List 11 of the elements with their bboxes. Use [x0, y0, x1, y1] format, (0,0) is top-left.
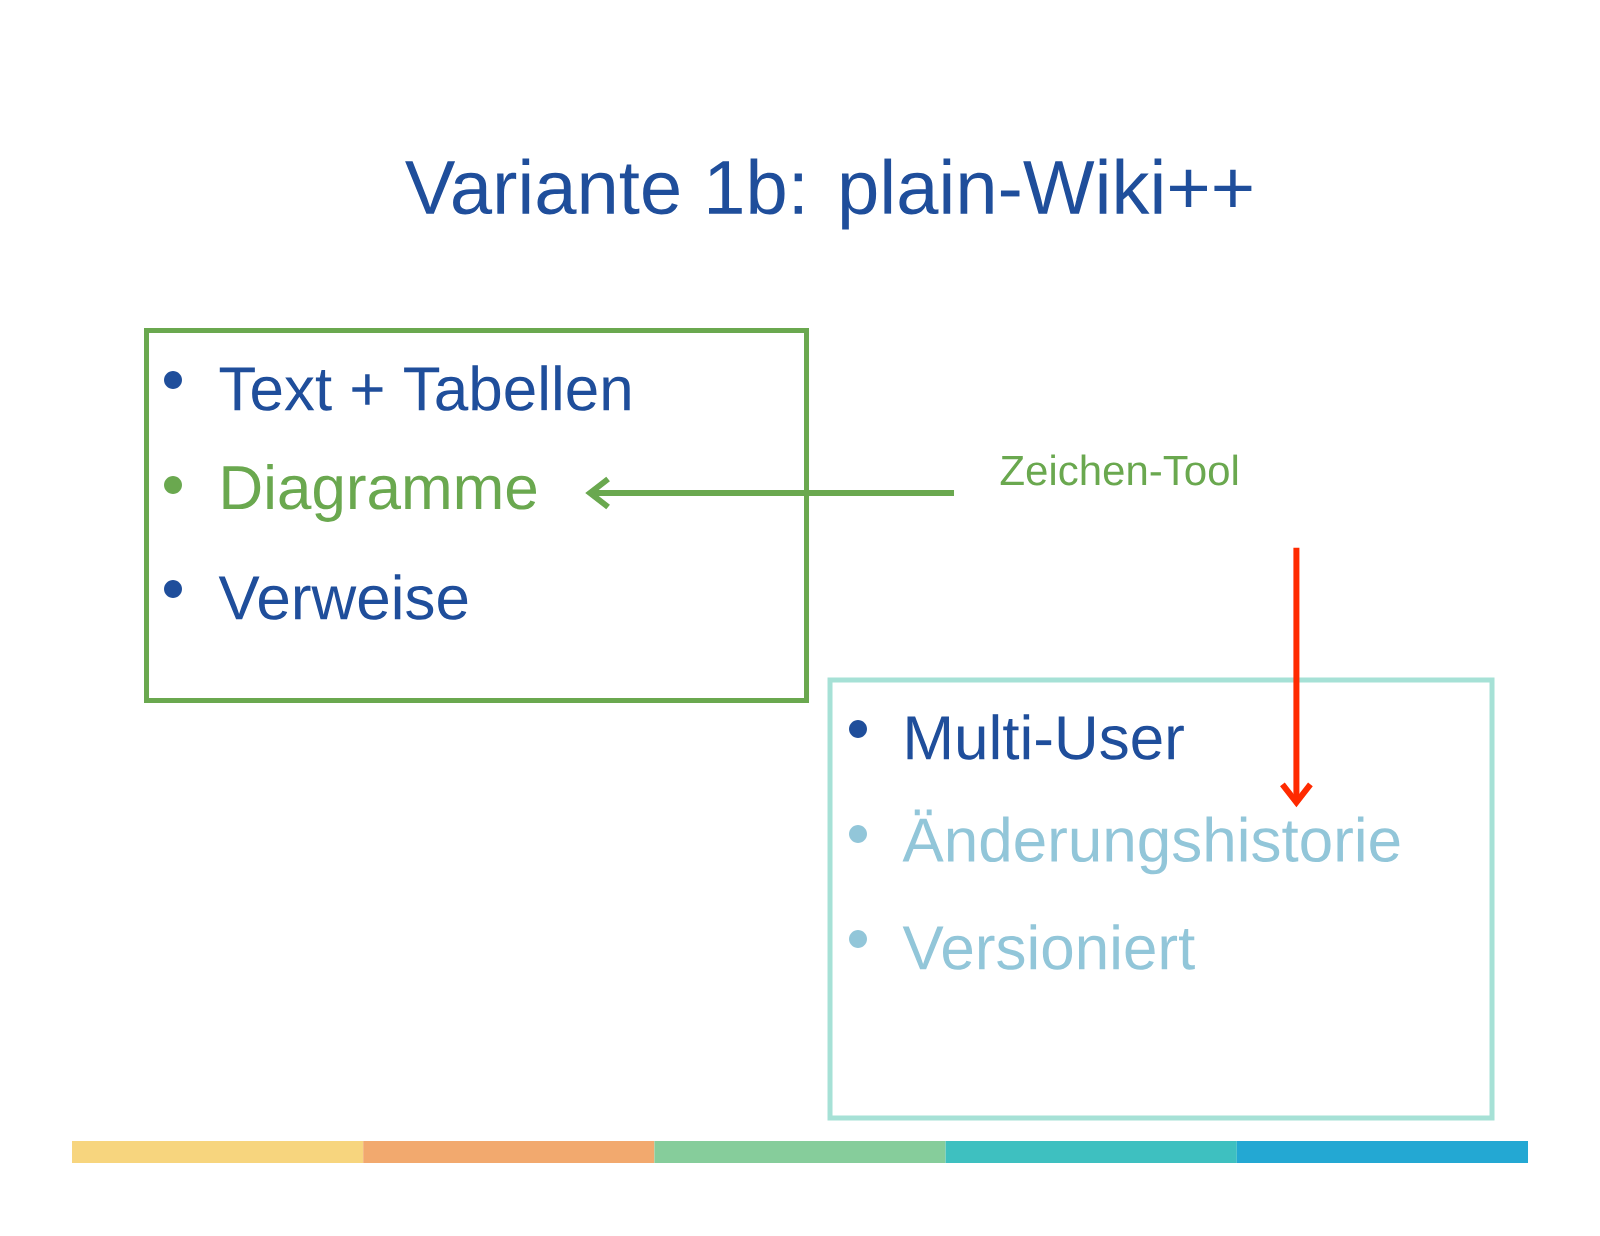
- list-item: Text + Tabellen: [219, 365, 630, 411]
- list-box: [827, 677, 1495, 1121]
- title: Variante 1b: plain-Wiki++: [405, 158, 1252, 230]
- list-item: Diagramme: [223, 464, 537, 522]
- list-item: Versioniert: [902, 924, 1195, 970]
- list-item: Verweise: [218, 574, 468, 620]
- list-item: Änderungshistorie: [902, 809, 1400, 875]
- note: Zeichen-Tool: [1000, 454, 1238, 486]
- arrow: [1280, 547, 1313, 808]
- list-item: Multi-User: [907, 714, 1184, 760]
- list-box: [144, 328, 809, 703]
